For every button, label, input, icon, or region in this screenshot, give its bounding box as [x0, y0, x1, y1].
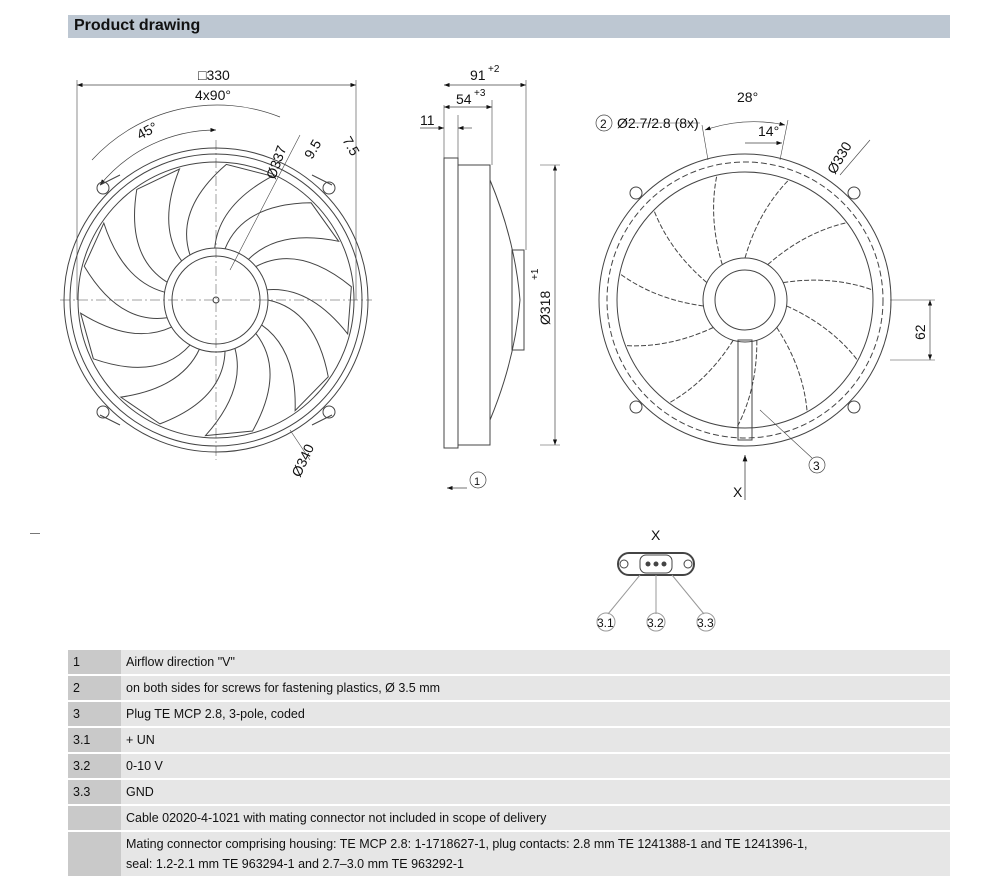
connector-view [596, 552, 716, 632]
callout-1: 1 [474, 476, 480, 488]
view-x-label: X [733, 484, 743, 500]
rear-spoke [767, 222, 848, 266]
legend-key [68, 806, 121, 830]
rear-spoke [776, 327, 808, 412]
table-row: 3.1+ UN [68, 728, 950, 752]
rear-spoke [653, 209, 708, 283]
legend-key: 3.3 [68, 780, 121, 804]
dim-9-5: 9.5 [301, 136, 325, 161]
rear-spoke [625, 327, 714, 347]
table-row: Mating connector comprising housing: TE … [68, 832, 950, 876]
legend-key: 3.2 [68, 754, 121, 778]
dim-dia-318: Ø318 [537, 291, 553, 325]
dim-11: 11 [420, 112, 435, 128]
fan-blade [261, 299, 329, 412]
fan-blade [83, 221, 168, 319]
dim-dia-330: Ø330 [824, 139, 855, 177]
section-header: Product drawing [68, 15, 950, 38]
pin-3-3: 3.3 [697, 616, 714, 630]
legend-text: 0-10 V [121, 754, 950, 778]
legend-text: Mating connector comprising housing: TE … [121, 832, 950, 876]
pin-3-1: 3.1 [597, 616, 614, 630]
legend-text: Plug TE MCP 2.8, 3-pole, coded [121, 702, 950, 726]
fan-blade [224, 202, 340, 260]
dim-4x90: 4x90° [195, 87, 231, 103]
callout-3: 3 [813, 459, 820, 473]
dim-7-5: 7.5 [339, 134, 363, 159]
legend-text: on both sides for screws for fastening p… [121, 676, 950, 700]
rear-view [595, 114, 935, 500]
rear-view-dims: 28° 14° Ø2.7/2.8 (8x) Ø330 62 2 3 X [600, 89, 928, 500]
rear-spoke [668, 340, 734, 404]
table-row: Cable 02020-4-1021 with mating connector… [68, 806, 950, 830]
dim-square-330: □330 [198, 67, 230, 83]
legend-key: 3.1 [68, 728, 121, 752]
pin-3-2: 3.2 [647, 616, 664, 630]
legend-text: + UN [121, 728, 950, 752]
side-view [420, 80, 560, 491]
dim-91: 91 [470, 67, 486, 83]
legend-text: Airflow direction "V" [121, 650, 950, 674]
fan-blade [186, 163, 274, 256]
legend-key: 1 [68, 650, 121, 674]
section-title: Product drawing [74, 17, 201, 34]
dim-dia-337: Ø337 [263, 143, 290, 181]
dim-dia-318-tol: +1 [530, 268, 541, 280]
dim-54-tol: +3 [474, 88, 486, 99]
rear-spoke [736, 340, 758, 428]
dim-14deg: 14° [758, 123, 779, 139]
dim-62: 62 [912, 324, 928, 340]
rear-spoke [744, 179, 790, 259]
dim-54: 54 [456, 91, 472, 107]
dim-45deg: 45° [134, 119, 160, 143]
fan-blade [204, 333, 271, 437]
legend-key [68, 832, 121, 876]
dim-91-tol: +2 [488, 64, 500, 75]
legend-text-line2: seal: 1.2-2.1 mm TE 963294-1 and 2.7–3.0… [126, 857, 464, 871]
side-view-dims: 91 +2 54 +3 11 Ø318 +1 1 [420, 64, 553, 488]
front-view-dims: □330 4x90° 45° Ø337 9.5 7.5 Ø340 [134, 67, 363, 479]
legend-text: GND [121, 780, 950, 804]
product-drawing: □330 4x90° 45° Ø337 9.5 7.5 Ø340 91 +2 5… [60, 64, 935, 632]
front-view [60, 80, 372, 461]
divider-mark [30, 533, 40, 534]
legend-key: 2 [68, 676, 121, 700]
rear-spoke [786, 305, 859, 361]
legend-text-line1: Mating connector comprising housing: TE … [126, 837, 808, 851]
rear-spoke [783, 279, 873, 291]
callout-2: 2 [600, 117, 607, 131]
fan-blade [79, 312, 191, 368]
rear-spoke [619, 273, 704, 307]
dim-28deg: 28° [737, 89, 758, 105]
connector-labels: X 3.1 3.2 3.3 [597, 527, 714, 630]
fan-blade [134, 167, 183, 283]
dim-dia-340: Ø340 [288, 441, 317, 479]
legend-text: Cable 02020-4-1021 with mating connector… [121, 806, 950, 830]
rear-spoke [713, 175, 723, 265]
legend-key: 3 [68, 702, 121, 726]
fan-blade [119, 349, 226, 425]
dim-hole: Ø2.7/2.8 (8x) [617, 115, 699, 131]
connector-title: X [651, 527, 661, 543]
fan-blade [255, 258, 352, 336]
